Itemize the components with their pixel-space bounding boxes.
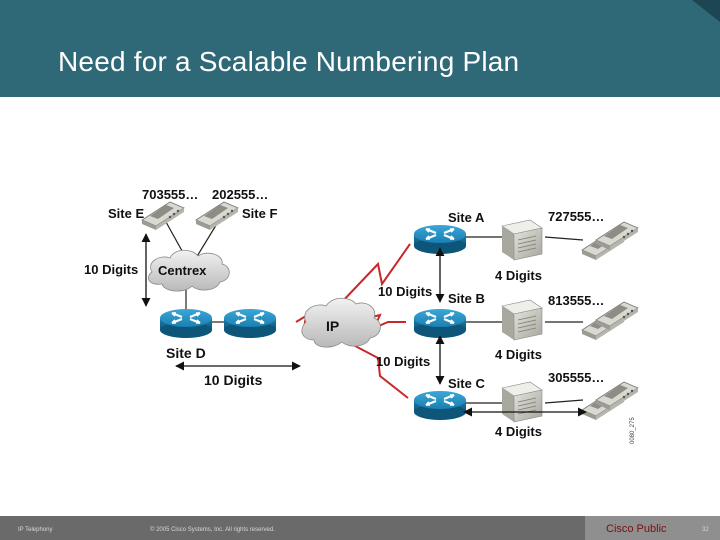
- site-a-pbx: [501, 219, 543, 261]
- header-bar: [0, 0, 720, 97]
- site-a-number: 727555…: [548, 209, 604, 224]
- site-b-number: 813555…: [548, 293, 604, 308]
- ip-cloud-label: IP: [326, 318, 339, 334]
- digits-a-label: 4 Digits: [495, 268, 542, 283]
- site-c-router: [412, 389, 468, 422]
- footer-course-title: IP Telephony: [18, 527, 53, 533]
- site-d-router-2: [222, 307, 278, 340]
- site-e-label: Site E: [108, 206, 144, 221]
- centrex-label: Centrex: [158, 263, 207, 278]
- footer-copyright: © 2005 Cisco Systems, Inc. All rights re…: [150, 527, 275, 533]
- site-f-number: 202555…: [212, 187, 268, 202]
- footer-bar-right: [585, 516, 720, 540]
- site-e-phone: [141, 201, 185, 231]
- digits-wan-upper-label: 10 Digits: [378, 284, 432, 299]
- ip-cloud: [301, 297, 381, 348]
- wan-links: [295, 243, 411, 399]
- digit-arrows: [141, 233, 587, 417]
- digits-c-label: 4 Digits: [495, 424, 542, 439]
- site-c-number: 305555…: [548, 370, 604, 385]
- footer-classification: Cisco Public: [606, 523, 667, 535]
- site-c-pbx: [501, 381, 543, 423]
- header-corner-accent: [692, 0, 720, 22]
- site-d-label: Site D: [166, 345, 206, 361]
- digits-bottom-label: 10 Digits: [204, 372, 263, 388]
- page-title: Need for a Scalable Numbering Plan: [58, 46, 520, 77]
- digits-b-label: 4 Digits: [495, 347, 542, 362]
- site-a-label: Site A: [448, 210, 485, 225]
- digits-wan-lower-label: 10 Digits: [376, 354, 430, 369]
- figure-id: 0080_275: [630, 417, 636, 444]
- site-c-label: Site C: [448, 376, 485, 391]
- digits-vertical-label: 10 Digits: [84, 262, 138, 277]
- site-b-router: [412, 307, 468, 340]
- site-d-router-1: [158, 307, 214, 340]
- site-b-label: Site B: [448, 291, 485, 306]
- footer-page-number: 32: [702, 527, 709, 533]
- site-e-number: 703555…: [142, 187, 198, 202]
- site-f-phone: [195, 201, 239, 231]
- site-f-label: Site F: [242, 206, 277, 221]
- site-b-pbx: [501, 299, 543, 341]
- centrex-cloud: [148, 249, 230, 292]
